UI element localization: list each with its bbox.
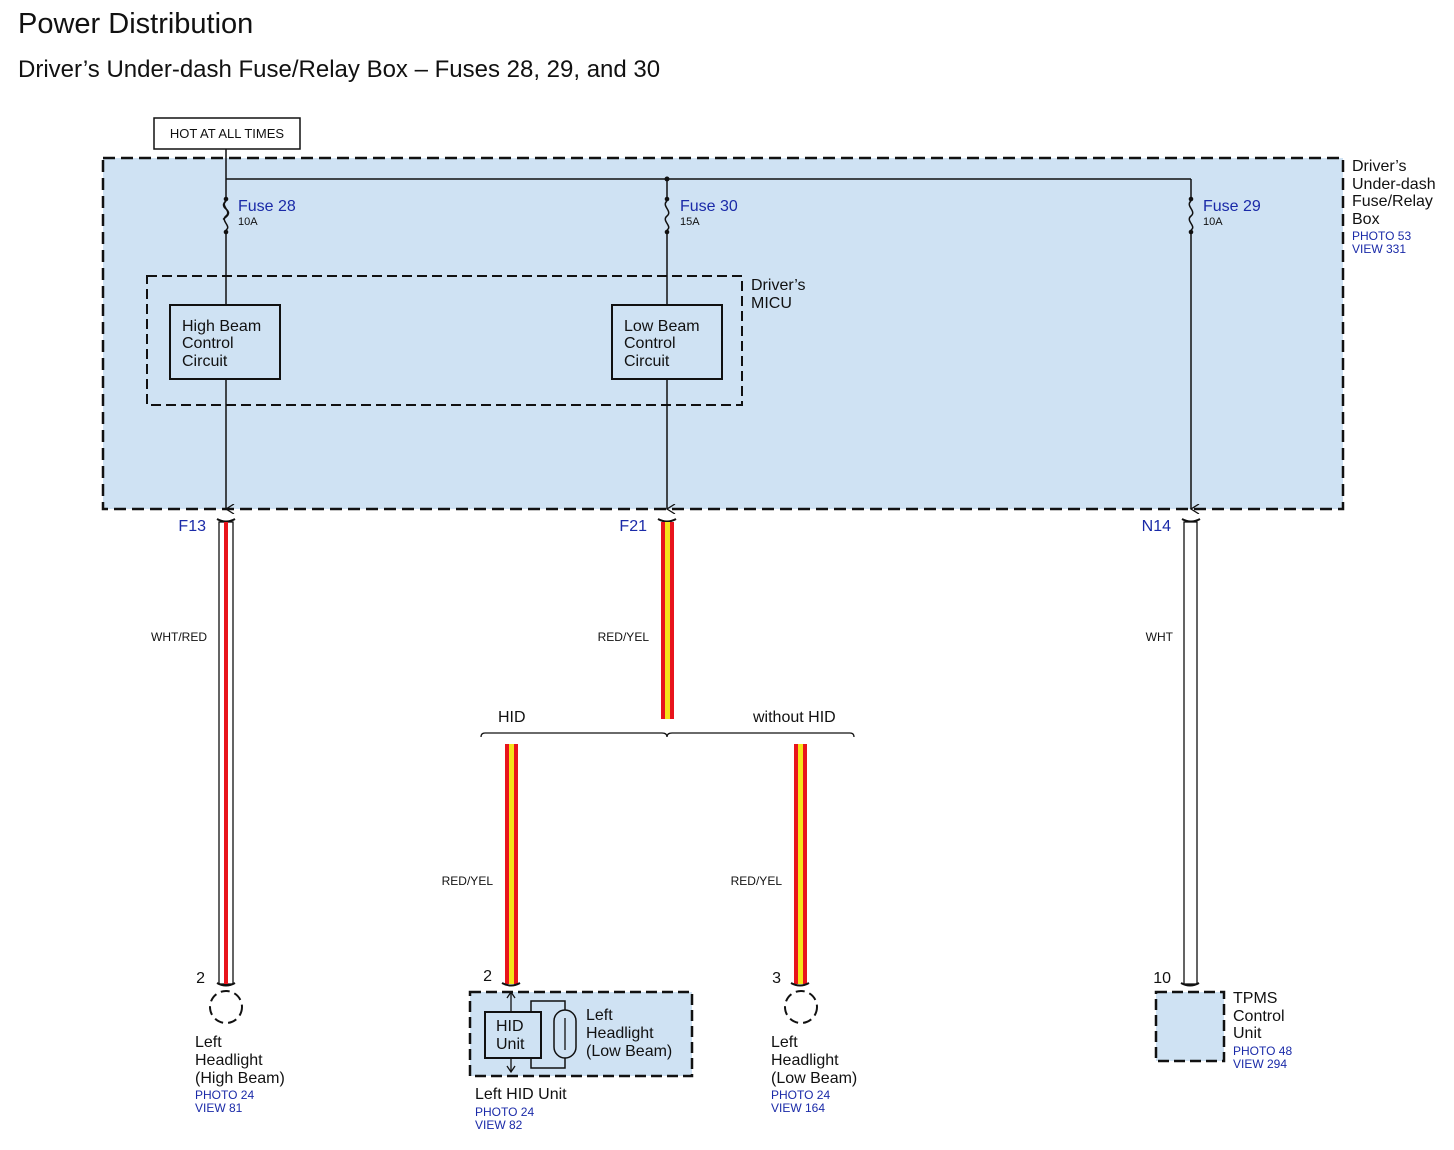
- micu-box: [146, 275, 743, 406]
- component-name-line: Headlight: [195, 1052, 263, 1069]
- wire-label-f13: WHT/RED: [151, 630, 207, 644]
- component-photo: PHOTO 24: [771, 1088, 830, 1102]
- left-headlight-low-beam: 3 Left Headlight (Low Beam) PHOTO 24 VIE…: [771, 970, 857, 1115]
- hot-label: HOT AT ALL TIMES: [170, 126, 284, 141]
- wire-red-yel: [661, 522, 674, 719]
- branch-without-hid: without HID: [752, 709, 836, 726]
- hid-lamp-icon: [553, 1009, 577, 1059]
- component-name-line: TPMS: [1233, 990, 1277, 1007]
- branch-bracket: [480, 732, 855, 738]
- wire-hid-red-yel: [505, 744, 518, 984]
- component-view: VIEW 82: [475, 1118, 523, 1132]
- component-view: VIEW 164: [771, 1101, 825, 1115]
- hid-inner-label: HID: [496, 1018, 524, 1035]
- fuse-box-photo: PHOTO 53: [1352, 229, 1411, 243]
- wire-label-f21: RED/YEL: [598, 630, 650, 644]
- fuse-28-rating: 10A: [238, 216, 258, 228]
- wire-label-without-hid: RED/YEL: [731, 874, 783, 888]
- pin-number: 2: [483, 968, 492, 985]
- low-beam-label-line: Low Beam: [624, 318, 700, 335]
- headlight-bulb-icon: [209, 990, 243, 1024]
- fuse-box-name-line: Under-dash: [1352, 176, 1436, 193]
- fuse-box-name-line: Box: [1352, 211, 1380, 228]
- component-name: Left HID Unit: [475, 1086, 567, 1103]
- terminal-f13: F13: [178, 518, 206, 535]
- high-beam-label-line: High Beam: [182, 318, 261, 335]
- fuse-box-view: VIEW 331: [1352, 242, 1406, 256]
- connector-arc: [1180, 982, 1200, 987]
- high-beam-label-line: Circuit: [182, 353, 228, 370]
- component-photo: PHOTO 24: [475, 1105, 534, 1119]
- fuse-30-rating: 15A: [680, 216, 700, 228]
- component-name-line: (Low Beam): [771, 1070, 857, 1087]
- wire-label-hid: RED/YEL: [442, 874, 494, 888]
- component-photo: PHOTO 48: [1233, 1044, 1292, 1058]
- page-title: Power Distribution: [18, 8, 254, 40]
- terminal-f21: F21: [619, 518, 647, 535]
- micu-name-line: Driver’s: [751, 277, 806, 294]
- component-name-line: Control: [1233, 1008, 1285, 1025]
- fuse-29-rating: 10A: [1203, 216, 1223, 228]
- low-beam-label-line: Control: [624, 335, 676, 352]
- headlight-bulb-icon: [784, 990, 818, 1024]
- fuse-28-name: Fuse 28: [238, 198, 296, 215]
- tpms-control-unit: 10 TPMS Control Unit PHOTO 48 VIEW 294: [1153, 970, 1292, 1071]
- low-beam-label-line: Circuit: [624, 353, 670, 370]
- connector-arc: [790, 982, 810, 987]
- component-name-line: (High Beam): [195, 1070, 285, 1087]
- branch-hid: HID: [498, 709, 526, 726]
- hot-at-all-times-box: HOT AT ALL TIMES: [153, 117, 301, 150]
- connector-arc: [657, 518, 677, 523]
- fuse-box-label: Driver’s Under-dash Fuse/Relay Box PHOTO…: [1352, 158, 1436, 256]
- connector-arc: [501, 982, 521, 987]
- terminal-n14: N14: [1142, 518, 1171, 535]
- wire-without-hid-red-yel: [794, 744, 807, 984]
- component-name-line: Left: [771, 1034, 798, 1051]
- hid-lamp-label: Left: [586, 1007, 613, 1024]
- hid-inner-label: Unit: [496, 1036, 525, 1053]
- micu-name-line: MICU: [751, 295, 792, 312]
- fuse-30: Fuse 30 15A: [664, 176, 738, 235]
- left-headlight-high-beam: 2 Left Headlight (High Beam) PHOTO 24 VI…: [195, 970, 285, 1115]
- wire-label-n14: WHT: [1146, 630, 1174, 644]
- left-hid-unit: 2 HID Unit Left Headlight (Low Beam) Lef…: [468, 968, 694, 1132]
- component-name-line: Left: [195, 1034, 222, 1051]
- connector-arc: [216, 982, 236, 987]
- component-name-line: Headlight: [771, 1052, 839, 1069]
- high-beam-label-line: Control: [182, 335, 234, 352]
- component-view: VIEW 294: [1233, 1057, 1287, 1071]
- component-view: VIEW 81: [195, 1101, 243, 1115]
- wire-wht: [1183, 521, 1198, 985]
- fuse-box-name-line: Driver’s: [1352, 158, 1407, 175]
- pin-number: 3: [772, 970, 781, 987]
- component-photo: PHOTO 24: [195, 1088, 254, 1102]
- low-beam-control-circuit: Low Beam Control Circuit: [611, 304, 723, 380]
- pin-number: 2: [196, 970, 205, 987]
- fuse-30-name: Fuse 30: [680, 198, 738, 215]
- hid-lamp-label: (Low Beam): [586, 1043, 672, 1060]
- page-subtitle: Driver’s Under-dash Fuse/Relay Box – Fus…: [18, 56, 661, 83]
- connector-arc: [216, 518, 236, 523]
- fuse-29: Fuse 29 10A: [1188, 179, 1261, 235]
- high-beam-control-circuit: High Beam Control Circuit: [169, 304, 281, 380]
- fuse-box-name-line: Fuse/Relay: [1352, 193, 1433, 210]
- fuse-28: Fuse 28 10A: [222, 179, 296, 235]
- wire-wht-red: [218, 521, 234, 985]
- connector-arc: [1181, 518, 1201, 523]
- fuse-29-name: Fuse 29: [1203, 198, 1261, 215]
- hid-lamp-label: Headlight: [586, 1025, 654, 1042]
- pin-number: 10: [1153, 970, 1171, 987]
- component-name-line: Unit: [1233, 1025, 1262, 1042]
